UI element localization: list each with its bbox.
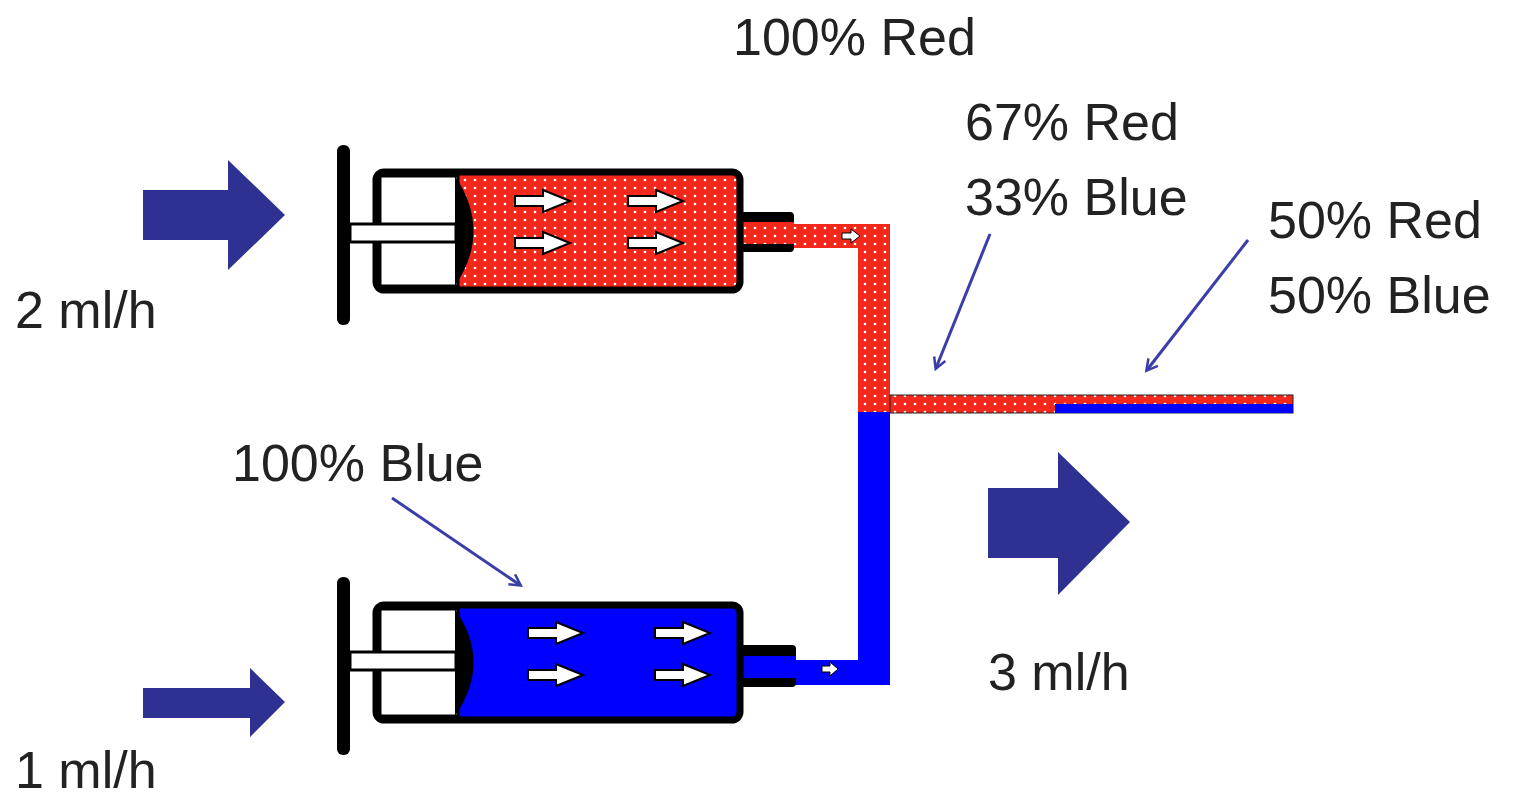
- nozzle: [736, 212, 794, 252]
- flow-arrow: [628, 190, 683, 212]
- push-arrow: [143, 668, 285, 737]
- nozzle-fluid: [742, 656, 796, 678]
- flow-arrow-small: [842, 229, 860, 243]
- plunger-handle: [337, 577, 350, 755]
- concentration-label: 50% Red 50% Blue: [1268, 183, 1507, 333]
- concentration-label: 100% Blue: [232, 433, 484, 493]
- plunger-handle: [337, 145, 350, 325]
- leader-line: [936, 234, 990, 368]
- leader-line: [1147, 240, 1248, 370]
- blue-layer: [1055, 404, 1293, 413]
- red-tube: [858, 224, 890, 412]
- plunger-seal: [455, 176, 474, 286]
- flow-arrow: [528, 664, 583, 686]
- output-arrow: [988, 452, 1130, 595]
- nozzle-fluid: [742, 222, 794, 244]
- flow-arrow: [528, 622, 583, 644]
- plunger-rod: [350, 652, 456, 670]
- flow-arrow: [515, 232, 570, 254]
- red-syringe: [337, 145, 794, 325]
- flow-rate-label: 2 ml/h: [15, 280, 157, 340]
- flow-arrow: [628, 232, 683, 254]
- output-tube: [890, 395, 1293, 413]
- flow-arrow-small: [822, 662, 838, 676]
- blue-tube: [858, 412, 890, 685]
- flow-arrow: [655, 664, 710, 686]
- flow-arrow: [515, 190, 570, 212]
- concentration-label: 67% Red 33% Blue: [965, 85, 1204, 235]
- blue-tube: [795, 660, 890, 685]
- plunger-rod: [350, 224, 456, 242]
- push-arrow: [143, 160, 285, 270]
- blue-syringe: [337, 577, 796, 755]
- flow-arrow: [655, 622, 710, 644]
- concentration-label: 100% Red: [733, 7, 976, 67]
- plunger-seal: [455, 609, 474, 716]
- nozzle: [736, 645, 796, 687]
- flow-rate-label: 3 ml/h: [988, 642, 1130, 702]
- flow-rate-label: 1 ml/h: [15, 742, 157, 799]
- leader-line: [392, 498, 520, 585]
